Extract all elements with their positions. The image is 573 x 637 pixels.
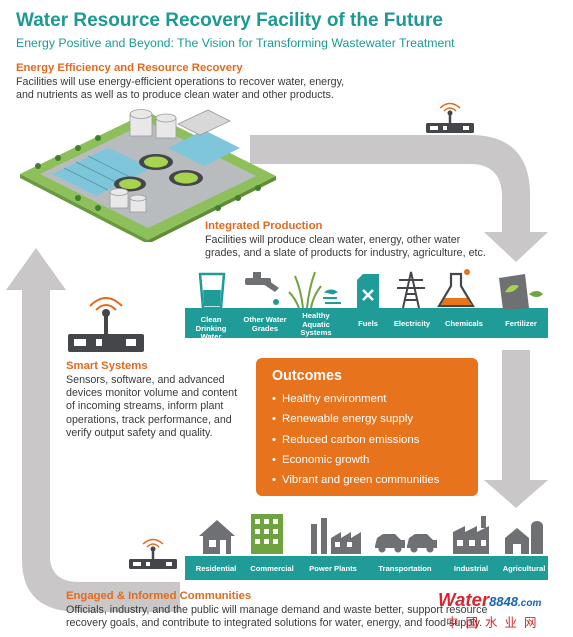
fuel-can-icon [357, 274, 379, 308]
smart-systems-line: operations, track performance, and [66, 413, 232, 426]
product-label: Healthy Aquatic Systems [300, 311, 332, 338]
flow-arrow-right-mid [484, 350, 548, 508]
product-label: Chemicals [445, 319, 483, 328]
sectors-band [185, 556, 548, 580]
flow-arrow-top [250, 135, 548, 262]
integrated-production-line: grades, and a slate of products for indu… [205, 247, 486, 260]
outcomes-title: Outcomes [272, 368, 342, 384]
power-tower-icon [397, 271, 425, 309]
engaged-communities-heading: Engaged & Informed Communities [66, 590, 252, 602]
barn-silo-icon [505, 521, 543, 554]
product-label: Clean Drinking Water [195, 315, 227, 342]
power-plant-icon [311, 518, 361, 554]
aquatic-plants-icon [288, 271, 341, 309]
watermark-logo: Water8848.com [438, 589, 541, 611]
smart-systems-line: verify output safety and quality. [66, 426, 213, 439]
energy-efficiency-line: Facilities will use energy-efficient ope… [16, 76, 345, 88]
products-icons [198, 269, 543, 310]
product-label: Other Water Grades [243, 315, 287, 333]
integrated-production-line: Facilities will produce clean water, ene… [205, 234, 461, 246]
factory-icon [453, 516, 489, 554]
energy-efficiency-heading: Energy Efficiency and Resource Recovery [16, 62, 243, 74]
product-label: Electricity [393, 319, 431, 328]
sector-label: Transportation [378, 564, 432, 573]
outcome-item: Healthy environment [272, 389, 462, 409]
page-subtitle: Energy Positive and Beyond: The Vision f… [16, 36, 455, 50]
smart-systems-line: Sensors, software, and advanced [66, 374, 225, 386]
sector-label: Agricultural [502, 564, 546, 573]
smart-systems-line: devices monitor volume and content [66, 387, 238, 400]
outcome-item: Vibrant and green communities [272, 470, 462, 490]
engaged-communities-text: Officials, industry, and the public will… [66, 604, 566, 630]
outcome-item: Renewable energy supply [272, 409, 462, 429]
sector-label: Industrial [453, 564, 489, 573]
watermark-chinese: 中国水业网 [446, 616, 544, 630]
sensor-device-left-icon [68, 297, 144, 352]
sector-label: Commercial [250, 564, 294, 573]
products-band [185, 308, 548, 338]
smart-systems-heading: Smart Systems [66, 360, 148, 372]
watermark-part2: 8848 [489, 594, 518, 609]
sector-label: Residential [195, 564, 237, 573]
smart-systems-text: Sensors, software, and advanced devices … [66, 374, 256, 440]
treatment-plant-illustration [20, 109, 276, 242]
engaged-communities-line: Officials, industry, and the public will… [66, 604, 488, 616]
energy-efficiency-text: Facilities will use energy-efficient ope… [16, 76, 376, 102]
chemical-flask-icon [437, 269, 475, 308]
engaged-communities-line: recovery goals, and contribute to integr… [66, 617, 483, 630]
faucet-icon [245, 272, 279, 305]
product-label: Fertilizer [505, 319, 537, 328]
integrated-production-heading: Integrated Production [205, 220, 323, 232]
water-glass-icon [198, 272, 226, 310]
product-label: Fuels [358, 319, 378, 328]
watermark-part3: .com [518, 598, 542, 609]
sensor-device-top-icon [426, 102, 474, 133]
sensor-device-bottom-icon [129, 538, 177, 569]
page-title: Water Resource Recovery Facility of the … [16, 10, 443, 31]
integrated-production-text: Facilities will produce clean water, ene… [205, 234, 525, 260]
outcome-item: Economic growth [272, 450, 462, 470]
outcomes-box: Outcomes Healthy environment Renewable e… [256, 358, 478, 496]
smart-systems-line: of incoming streams, inform plant [66, 400, 224, 413]
watermark-part1: Water [438, 589, 490, 610]
fertilizer-bag-icon [499, 274, 543, 310]
house-icon [199, 520, 235, 554]
sector-label: Power Plants [309, 564, 357, 573]
sectors-icons [199, 514, 543, 554]
office-building-icon [251, 514, 283, 554]
outcome-item: Reduced carbon emissions [272, 430, 462, 450]
cars-icon [375, 534, 437, 553]
flow-arrow-bottom [6, 248, 180, 612]
energy-efficiency-line: and nutrients as well as to produce clea… [16, 89, 334, 102]
